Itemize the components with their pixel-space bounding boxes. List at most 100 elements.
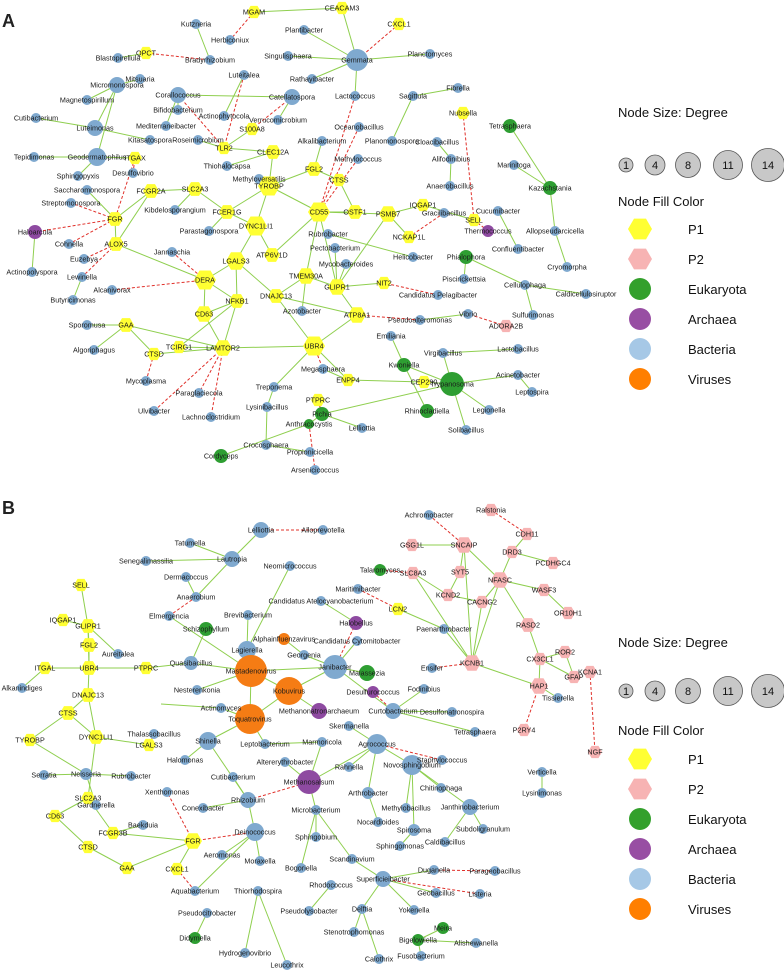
b-node-serratia [39,770,49,780]
a-node-label: Anaerobacillus [426,181,474,190]
a-edge [111,279,206,291]
size-label-11: 11 [722,686,733,698]
a-edge [336,213,389,288]
b-node-bigelowiella [412,934,424,946]
a-node-label: IQGAP1 [410,200,437,209]
a-node-label: TLR2 [215,143,233,152]
a-node-label: Catellatospora [269,92,315,101]
b-node-label: Novosphingobium [383,760,441,769]
legend-label-p1: P1 [688,222,704,237]
b-node-label: Dermacoccus [164,572,208,581]
b-node-label: Yokenella [399,905,430,914]
b-node-label: Halobellus [339,618,373,627]
b-edge [112,832,194,842]
a-edge [96,84,118,158]
a-edge [177,94,225,149]
b-node-label: Moraxella [244,856,275,865]
b-node-conexibacter [198,803,208,813]
b-node-gaa [120,861,134,875]
b-node-label: Staphylococcus [417,755,468,764]
a-edge [327,233,414,258]
a-node-anaerobacillus [445,181,455,191]
a-node-label: Lachnoclostridium [182,412,240,421]
b-node-label: Caldibacillus [425,837,466,846]
a-node-label: Vibrio [459,309,477,318]
b-node-parageobacillus [490,866,500,876]
b-node-lysinimonas [537,788,547,798]
b-node-label: DYNC1LI1 [79,732,113,741]
a-node-leptospira [527,387,537,397]
b-node-alishewanella [471,938,481,948]
a-node-roseimicrobium [193,135,203,145]
b-node-label: Altererythrobacter [256,757,314,766]
b-edge [428,514,465,546]
b-node-fusobacterium [416,951,426,961]
b-node-label: Fusobacterium [397,951,445,960]
b-edge [357,588,399,610]
b-node-maritimibacter [353,584,363,594]
b-node-alloprevotella [318,525,328,535]
b-edge [471,601,483,664]
a-node-lactobacillus [513,344,523,354]
a-node-fibrella [453,83,463,93]
b-node-verticella [537,767,547,777]
b-edge [417,939,477,944]
a-node-label: FCGR2A [136,186,165,195]
b-node-label: Subdoligranulum [456,824,510,833]
b-node-didymella [189,932,201,944]
b-node-label: UBR4 [79,663,98,672]
a-node-geodermatophilus [88,148,106,166]
a-node-fcgr2a [143,184,159,198]
a-node-label: FGR [107,214,122,223]
a-node-label: Herbiconiux [211,35,249,44]
a-edge [235,260,277,297]
a-node-label: Alifodinibius [432,154,471,163]
a-node-label: S100A8 [239,124,265,133]
legend-swatch-p1 [628,218,652,240]
a-node-enpp4 [341,373,355,387]
a-node-label: Streptomonospora [41,198,100,207]
a-node-tepidimonas [29,152,39,162]
b-node-label: Halomonas [167,755,204,764]
a-node-micromonospora [109,77,125,93]
b-node-label: Mastadenovirus [226,666,277,675]
a-node-sporomusa [82,320,92,330]
b-node-itgal [38,661,52,675]
legend-b: Node Size: Degree 1 4 8 11 14 Node Fill … [618,635,784,920]
b-node-yokenella [409,905,419,915]
a-node-megasphaera [318,364,328,374]
b-node-label: TYROBP [15,735,45,744]
a-node-tlr2 [217,141,231,155]
b-node-leptobacterium [260,739,270,749]
b-node-methanosalsum [297,770,321,794]
b-node-halomonas [180,755,190,765]
b-node-label: Desulfonatronospira [420,707,484,716]
b-node-pseudocitrobacter [202,908,212,918]
a-node-label: CEP290 [411,377,438,386]
a-node-blastopirellula [113,53,123,63]
a-edge [403,364,428,412]
b-node-label: Ensifer [421,663,444,672]
b-node-label: OR10H1 [554,608,582,617]
a-node-kazachstania [543,181,557,195]
size-legend-title: Node Size: Degree [618,105,728,120]
a-node-emiliania [386,331,396,341]
b-edge [382,878,481,895]
a-node-alifodinibius [446,154,456,164]
a-node-label: Lactococcus [335,91,375,100]
a-node-virgibacillus [438,348,448,358]
a-node-singulisphaera [283,51,293,61]
b-node-label: Ralstonia [476,505,506,514]
b-node-label: Skermanella [329,721,369,730]
a-node-confluentibacter [513,244,523,254]
a-edge [265,444,311,453]
b-node-label: KCNB1 [460,658,484,667]
a-node-desulfovibrio [128,168,138,178]
b-node-desulfonatronospira [447,707,457,717]
a-node-label: Caldicellulosiruptor [556,289,617,298]
a-node-label: Mediterraneibacter [136,121,197,130]
a-node-label: Tetrasphaera [489,121,531,130]
b-node-label: CD63 [46,811,64,820]
